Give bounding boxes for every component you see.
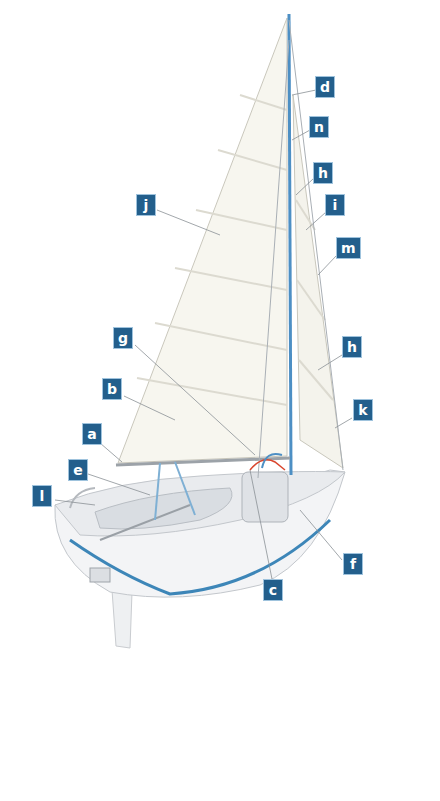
callout-letter: f [343,553,363,575]
callout-letter: l [32,485,52,507]
sail-battens [137,95,287,405]
shroud [258,40,289,478]
mainsheet [155,463,160,520]
halyard [250,460,285,470]
callout-letter: e [68,459,88,481]
halyard [262,454,282,468]
mainsheet [175,462,195,515]
callout-letter: d [315,76,335,98]
callout-letter: n [309,116,329,138]
callout-letter: b [102,378,122,400]
callout-letter: j [136,194,156,216]
transom-box [90,568,110,582]
tiller [100,505,190,540]
callout-letter: a [82,423,102,445]
deck [55,472,345,537]
mainsail [118,18,287,463]
cockpit [95,488,232,529]
hull [55,470,345,597]
callout-letter: i [325,194,345,216]
forestay [289,20,343,470]
mast [289,14,291,475]
callout-letter: m [336,237,361,259]
callout-letter: k [353,399,373,421]
callout-letter: g [113,327,133,349]
stern-seat [70,488,95,508]
jib [293,95,343,468]
callout-letter: h [342,336,362,358]
callout-letter: h [313,162,333,184]
centerboard-case [242,472,288,522]
callout-letter: c [263,579,283,601]
rudder [112,590,132,648]
leader-lines [55,90,352,579]
